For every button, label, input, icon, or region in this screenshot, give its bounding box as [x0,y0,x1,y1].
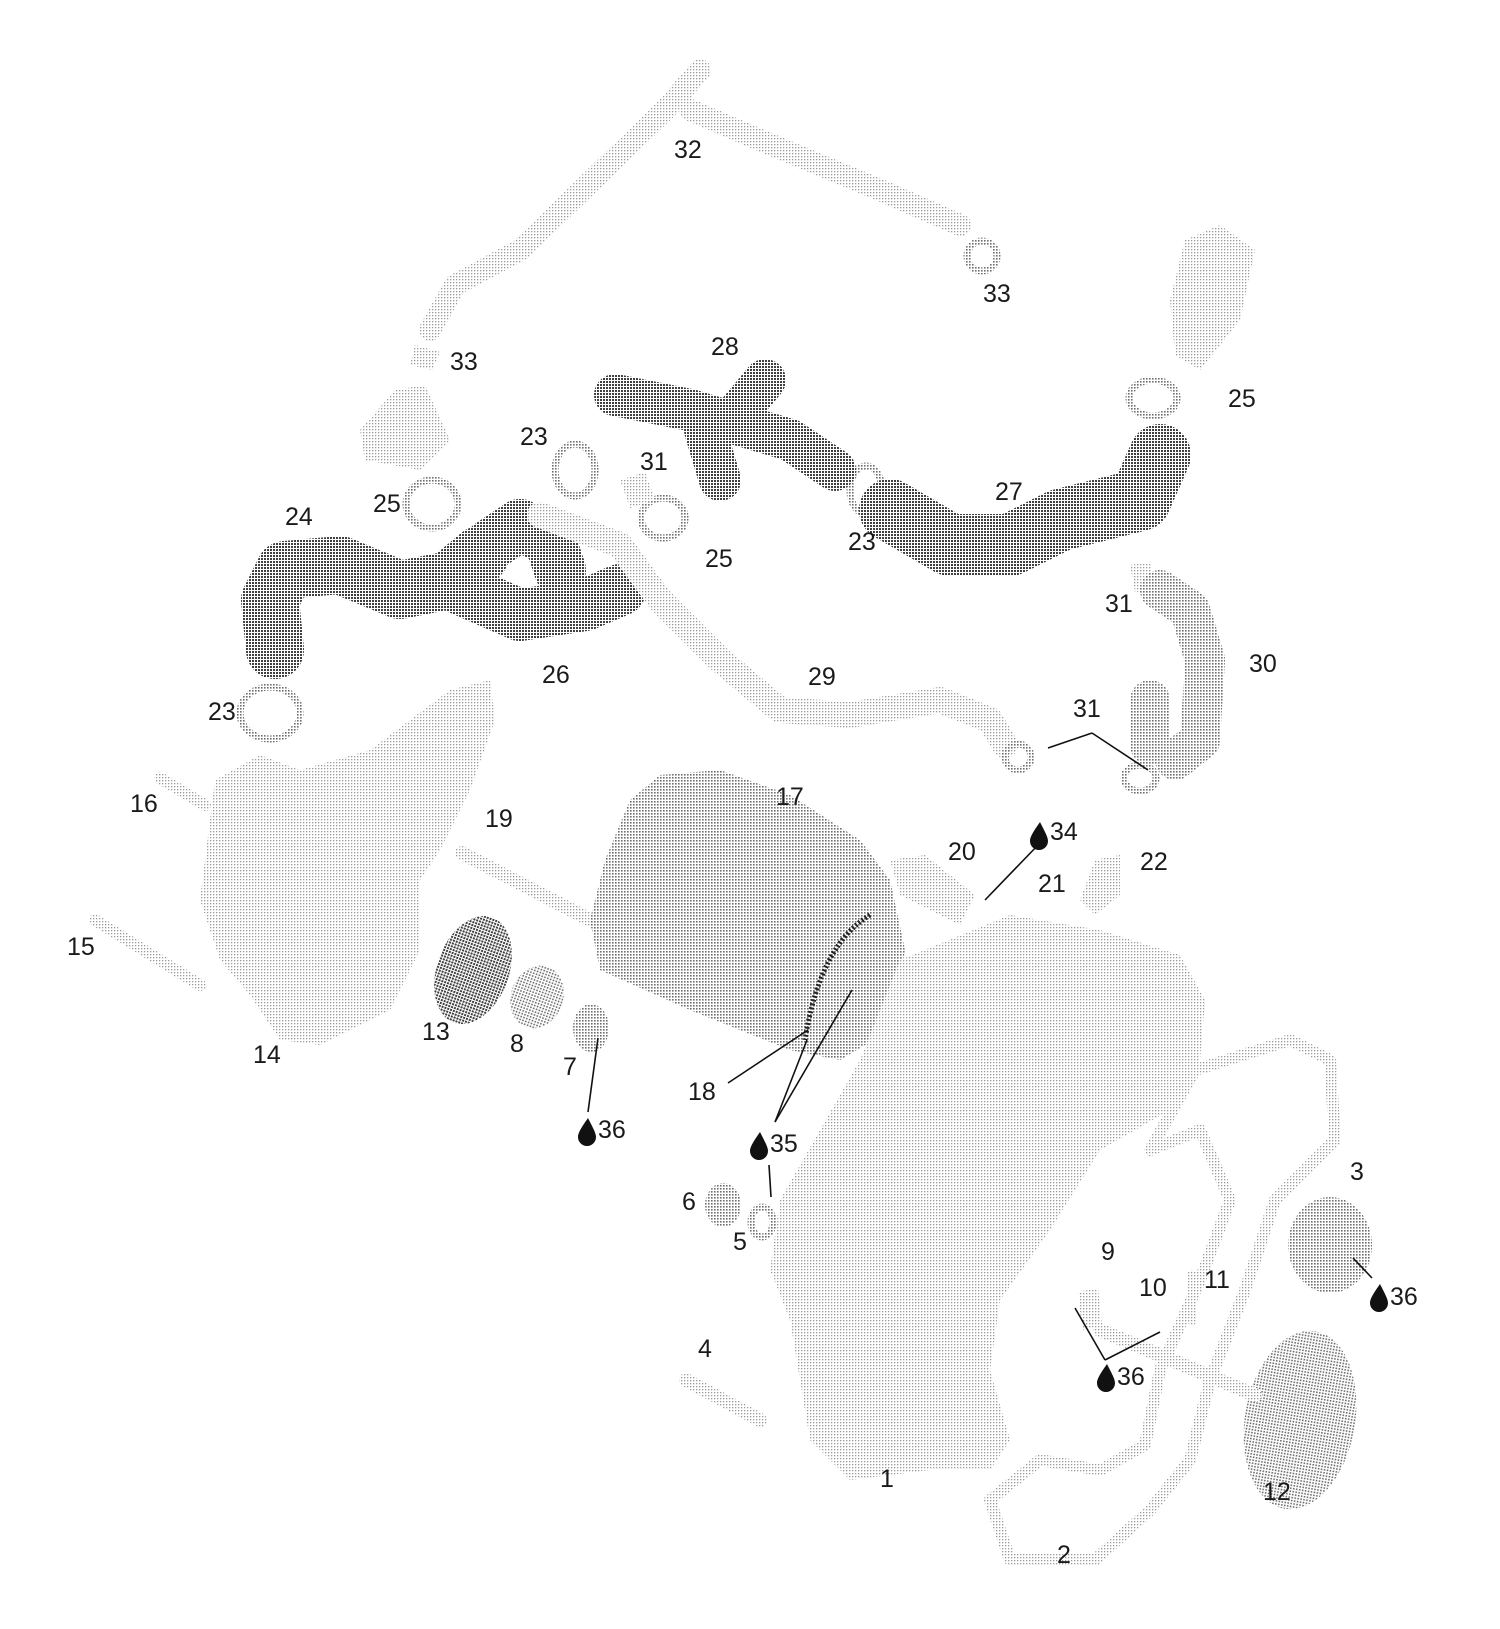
callout-24: 24 [285,503,313,531]
thermostat-housing [1170,225,1255,370]
callout-14: 14 [253,1041,281,1069]
callout-33-left: 33 [450,348,478,376]
clamp-25-right [1125,376,1181,420]
shaft-10 [1093,1323,1262,1402]
callout-13: 13 [422,1018,450,1046]
dowel-9 [1078,1288,1102,1330]
callout-23-left: 23 [208,698,236,726]
hose-29 [527,502,1018,758]
plug-6 [705,1183,741,1227]
plug-7 [573,1004,609,1052]
hose-32 [419,59,971,341]
oil-drop-icon [1030,822,1048,850]
callout-26: 26 [542,661,570,689]
callout-34: 34 [1050,818,1078,846]
callout-25-mid: 25 [705,545,733,573]
callout-2: 2 [1057,1541,1071,1569]
leader-lines [587,732,1373,1361]
callout-36-bottom: 36 [1117,1363,1145,1391]
callout-31-lower: 31 [1073,695,1101,723]
callout-4: 4 [698,1335,712,1363]
cooler-17 [590,770,905,1060]
clamp-25-mid [637,494,689,542]
fitting-20 [890,855,975,925]
callout-7: 7 [563,1053,577,1081]
cover-3 [1288,1197,1372,1293]
callout-1: 1 [880,1465,894,1493]
callout-9: 9 [1101,1238,1115,1266]
oil-drop-icon [1370,1284,1388,1312]
hose-neck [360,385,450,470]
callout-labels: 1 2 3 4 5 6 7 8 9 10 11 12 13 14 15 16 1… [67,136,1418,1569]
callout-31-right: 31 [1105,590,1133,618]
callout-30: 30 [1249,650,1277,678]
washer-5 [747,1203,777,1241]
oil-drop-icon [578,1118,596,1146]
callout-17: 17 [776,783,804,811]
callout-25-left: 25 [373,490,401,518]
callout-23-mid: 23 [848,528,876,556]
clamp-31-lower-left [1001,740,1035,774]
callout-36-right: 36 [1390,1283,1418,1311]
callout-5: 5 [733,1228,747,1256]
bolt-4 [679,1373,767,1427]
hose-26 [414,499,646,641]
bolt-15 [89,914,206,991]
callout-27: 27 [995,478,1023,506]
callout-28: 28 [711,333,739,361]
bolt-19 [455,846,607,932]
clamp-23-left [236,683,304,743]
callout-35: 35 [770,1130,798,1158]
callout-21: 21 [1038,870,1066,898]
callout-25-right: 25 [1228,385,1256,413]
callout-15: 15 [67,933,95,961]
hose-30 [1130,570,1225,780]
gasket-2 [984,1034,1341,1566]
callout-18: 18 [688,1078,716,1106]
callout-23-upper: 23 [520,423,548,451]
gasket-8 [510,965,564,1029]
callout-11: 11 [1204,1266,1230,1294]
intake-manifold-14 [200,680,495,1045]
bolt-16 [154,772,211,811]
callout-12: 12 [1263,1478,1291,1506]
callout-31-upper: 31 [640,448,668,476]
hose-27 [859,424,1191,576]
hose-28 [594,359,856,501]
clamp-31-lower-right [1120,761,1160,795]
callout-10: 10 [1139,1274,1167,1302]
callout-33-top: 33 [983,280,1011,308]
callout-3: 3 [1350,1158,1364,1186]
callout-6: 6 [682,1188,696,1216]
o-ring-18 [802,912,872,1041]
clamp-31-upper [620,472,655,508]
callout-8: 8 [510,1030,524,1058]
callout-20: 20 [948,838,976,866]
oil-drop-icon [1097,1364,1115,1392]
seal-13 [434,915,512,1025]
sensor-22 [1080,855,1120,915]
clamp-23-upper [551,440,599,500]
callout-29: 29 [808,663,836,691]
cover-12 [1243,1330,1357,1510]
clamp-25-left [402,476,462,532]
callout-19: 19 [485,805,513,833]
engine-block-1 [770,915,1205,1480]
clamp-33-top [963,237,1001,275]
lubricant-markers [578,822,1388,1392]
clamp-33-left [410,345,440,370]
callout-32: 32 [674,136,702,164]
callout-22: 22 [1140,848,1168,876]
oil-drop-icon [750,1132,768,1160]
callout-16: 16 [130,790,158,818]
callout-36-left: 36 [598,1116,626,1144]
